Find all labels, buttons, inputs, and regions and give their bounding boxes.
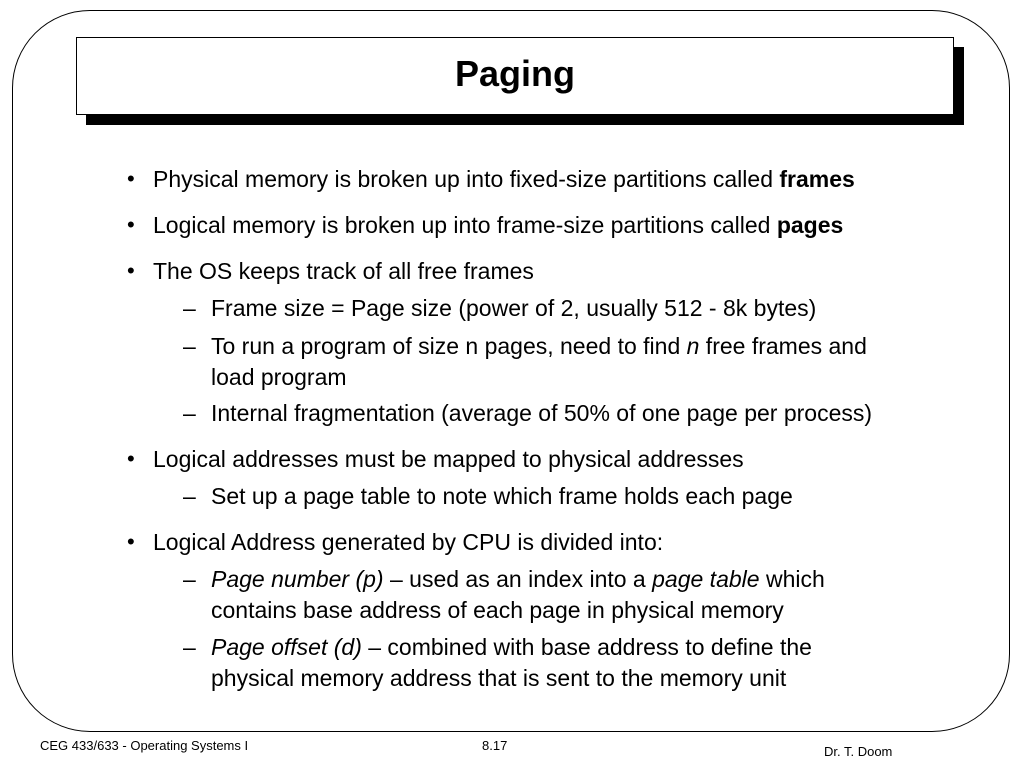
slide-title: Paging	[454, 53, 575, 94]
bullet-5-sub-2-line-2: physical memory address that is sent to …	[211, 665, 787, 691]
footer-author: Dr. T. Doom	[824, 744, 893, 759]
footer-page-number: 8.17	[482, 738, 508, 753]
bullet-marker: •	[127, 212, 135, 237]
bullet-marker: •	[127, 258, 135, 283]
page-offset-term: Page offset (d)	[211, 634, 362, 660]
bullet-2-bold: pages	[776, 212, 844, 238]
sub-bullet-dash: –	[183, 634, 196, 660]
sub-bullet-dash: –	[183, 483, 196, 509]
bullet-5: Logical Address generated by CPU is divi…	[153, 529, 664, 555]
slide-border	[12, 10, 1010, 732]
sub-bullet-dash: –	[183, 295, 196, 321]
bullet-5-sub-2-text: – combined with base address to define t…	[361, 634, 812, 660]
bullet-1-text: Physical memory is broken up into fixed-…	[153, 166, 780, 192]
bullet-3-sub-2-italic: n	[686, 333, 700, 359]
bullet-1: Physical memory is broken up into fixed-…	[153, 164, 855, 195]
bullet-5-sub-1-line-1: Page number (p) – used as an index into …	[211, 564, 825, 595]
page-table-term: page table	[652, 566, 760, 592]
bullet-4-sub-1: Set up a page table to note which frame …	[211, 483, 793, 509]
bullet-marker: •	[127, 166, 135, 191]
bullet-2-text: Logical memory is broken up into frame-s…	[153, 212, 777, 238]
page-number-term: Page number (p)	[211, 566, 384, 592]
sub-bullet-dash: –	[183, 333, 196, 359]
bullet-5-sub-1-text-after: which	[759, 566, 825, 592]
bullet-2: Logical memory is broken up into frame-s…	[153, 210, 843, 241]
bullet-4: Logical addresses must be mapped to phys…	[153, 446, 744, 472]
bullet-3-sub-2-text: To run a program of size n pages, need t…	[211, 333, 687, 359]
bullet-3-sub-2-line-2: load program	[211, 364, 347, 390]
sub-bullet-dash: –	[183, 400, 196, 426]
bullet-3-sub-2-line-1: To run a program of size n pages, need t…	[211, 331, 867, 362]
bullet-5-sub-2-line-1: Page offset (d) – combined with base add…	[211, 632, 812, 663]
footer-course: CEG 433/633 - Operating Systems I	[40, 738, 249, 753]
title-box: Paging	[76, 37, 954, 115]
bullet-marker: •	[127, 446, 135, 471]
sub-bullet-dash: –	[183, 566, 196, 592]
bullet-3-sub-1: Frame size = Page size (power of 2, usua…	[211, 295, 817, 321]
bullet-5-sub-1-text: – used as an index into a	[383, 566, 653, 592]
bullet-3: The OS keeps track of all free frames	[153, 258, 534, 284]
bullet-1-bold: frames	[779, 166, 855, 192]
bullet-5-sub-1-line-2: contains base address of each page in ph…	[211, 597, 784, 623]
bullet-marker: •	[127, 529, 135, 554]
bullet-3-sub-2-text-after: free frames and	[699, 333, 867, 359]
bullet-3-sub-3: Internal fragmentation (average of 50% o…	[211, 400, 873, 426]
